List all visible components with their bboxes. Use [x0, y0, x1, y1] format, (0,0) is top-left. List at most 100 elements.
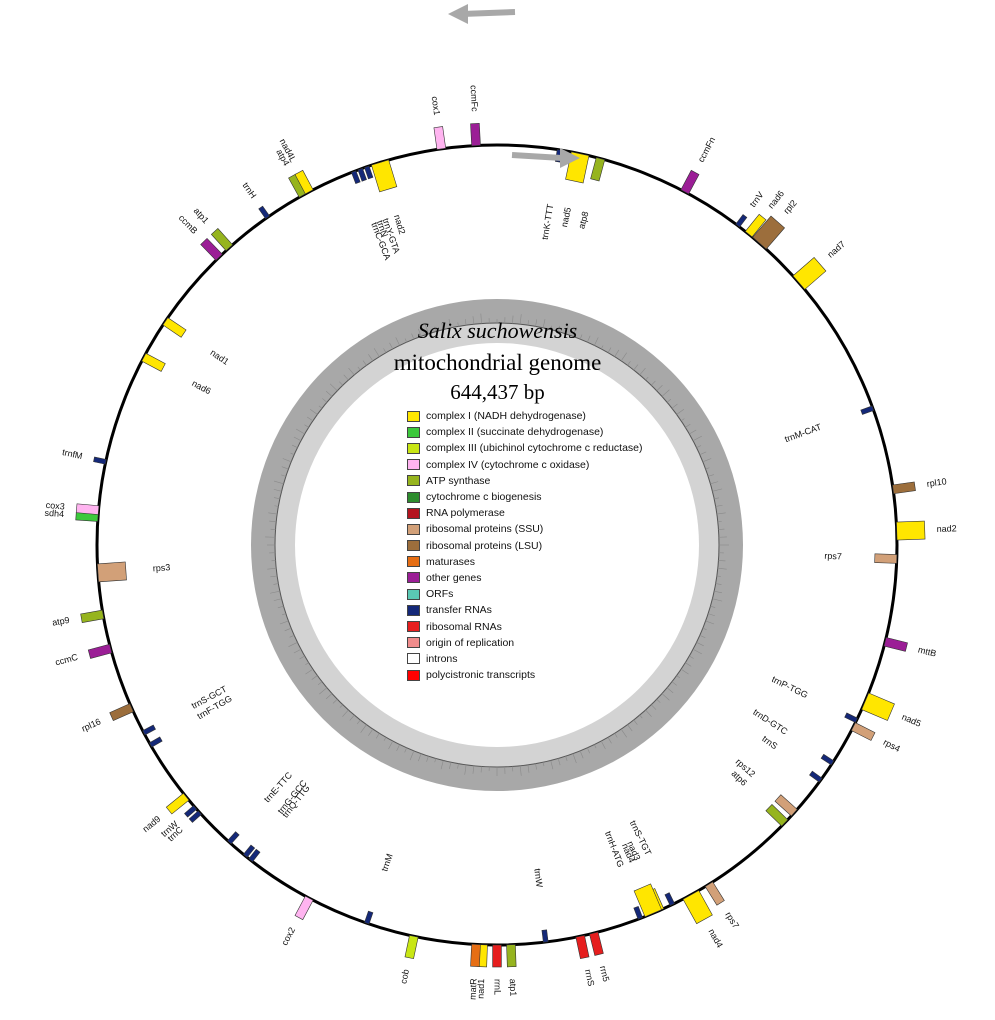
legend-swatch — [407, 410, 420, 422]
gc-tick — [716, 575, 721, 577]
legend-swatch — [407, 459, 420, 471]
gc-tick — [318, 405, 323, 409]
legend-item: transfer RNAs — [407, 602, 643, 618]
gene-label: rrnS — [583, 968, 596, 987]
gene-block — [765, 803, 789, 827]
gene-rrnl: rrnL — [492, 944, 503, 995]
legend-item: ribosomal RNAs — [407, 618, 643, 634]
gc-tick — [325, 390, 333, 397]
gc-tick — [692, 648, 702, 655]
legend-label: transfer RNAs — [426, 604, 492, 617]
gene-label: nad5 — [559, 206, 573, 228]
legend-label: cytochrome c biogenesis — [426, 491, 542, 504]
gene-block — [892, 481, 916, 495]
gc-tick — [600, 345, 604, 350]
gc-tick — [656, 698, 661, 703]
gc-tick — [311, 675, 318, 680]
gc-tick — [269, 520, 277, 523]
gene-block — [364, 910, 374, 925]
gene-block — [851, 722, 876, 741]
gene-label: trnW — [532, 868, 544, 889]
gene-block — [744, 213, 767, 238]
gene-block — [109, 703, 134, 722]
gene-block — [142, 724, 156, 736]
gene-label: nad1 — [476, 979, 487, 999]
gene-label: cox1 — [430, 96, 443, 116]
gc-tick — [692, 435, 702, 442]
gene-mttb: mttB — [883, 637, 937, 659]
gene-block — [861, 692, 895, 721]
gc-tick — [317, 681, 323, 685]
legend-item: complex II (succinate dehydrogenase) — [407, 424, 643, 440]
gc-tick — [587, 335, 591, 343]
legend-item: maturases — [407, 554, 643, 570]
gc-tick — [349, 714, 355, 721]
gene-block — [874, 553, 898, 564]
gc-tick — [279, 620, 289, 625]
gene-block — [165, 792, 190, 815]
gc-tick — [550, 760, 554, 770]
gene-rrn5: rrn5 — [589, 931, 612, 983]
gc-tick — [449, 762, 452, 770]
gene-label: rrn5 — [598, 965, 612, 983]
gc-tick — [639, 714, 643, 719]
gc-tick — [594, 744, 597, 749]
gene-label: nad5 — [900, 712, 922, 729]
legend-label: other genes — [426, 571, 482, 584]
gene-cox1: cox1 — [430, 96, 447, 150]
gene-cox2: cox2 — [279, 895, 314, 947]
gc-tick — [614, 349, 620, 357]
gene-label: rps3 — [152, 562, 170, 573]
gene-label: nad7 — [825, 239, 847, 260]
gc-tick — [633, 719, 638, 725]
gc-tick — [357, 719, 361, 725]
gc-tick — [362, 360, 367, 366]
gc-tick — [542, 318, 546, 328]
gene-block — [664, 892, 675, 906]
gc-tick — [676, 408, 685, 415]
legend-item: ribosomal proteins (SSU) — [407, 521, 643, 537]
gc-tick — [696, 445, 702, 448]
gene-block — [294, 169, 314, 195]
gene-nad5: nad5 — [861, 692, 923, 729]
gc-tick — [512, 315, 514, 324]
gene-rrns: rrnS — [575, 934, 596, 987]
gene-label: cob — [398, 968, 411, 984]
gc-tick — [689, 429, 697, 435]
genome-size: 644,437 bp — [450, 380, 545, 404]
gene-label: sdh4 — [44, 508, 64, 519]
gene-block — [682, 890, 713, 925]
gene-block — [752, 215, 786, 250]
gc-tick — [708, 474, 714, 477]
gene-label: cox3 — [45, 500, 65, 512]
legend-label: complex III (ubichinol cytochrome c redu… — [426, 442, 643, 455]
gene-block — [633, 883, 662, 918]
gene-label: trnM-CAT — [783, 422, 823, 445]
gc-tick — [519, 314, 522, 325]
gene-nad7: nad7 — [792, 239, 847, 290]
legend-label: complex II (succinate dehydrogenase) — [426, 426, 604, 439]
genome-subtitle: mitochondrial genome — [393, 350, 602, 375]
legend-label: ATP synthase — [426, 474, 491, 487]
gc-tick — [550, 325, 552, 330]
legend-swatch — [407, 669, 420, 681]
gene-label: ccmFn — [696, 135, 718, 164]
gc-tick — [289, 635, 295, 638]
gc-tick — [343, 374, 349, 381]
legend-item: complex I (NADH dehydrogenase) — [407, 408, 643, 424]
gene-block — [704, 881, 725, 906]
legend-label: ribosomal proteins (LSU) — [426, 539, 543, 552]
gene-block — [809, 770, 823, 783]
gc-tick — [434, 758, 437, 763]
gene-ccmc: ccmC — [54, 643, 113, 668]
gc-tick — [418, 328, 422, 337]
gene-block — [860, 405, 875, 415]
gc-tick — [717, 567, 727, 570]
legend-swatch — [407, 491, 420, 503]
gc-tick — [627, 361, 631, 366]
gc-tick — [291, 444, 298, 448]
legend-label: origin of replication — [426, 636, 515, 649]
gene-label: rps7 — [824, 551, 842, 562]
gene-trns: trnS — [760, 734, 823, 783]
